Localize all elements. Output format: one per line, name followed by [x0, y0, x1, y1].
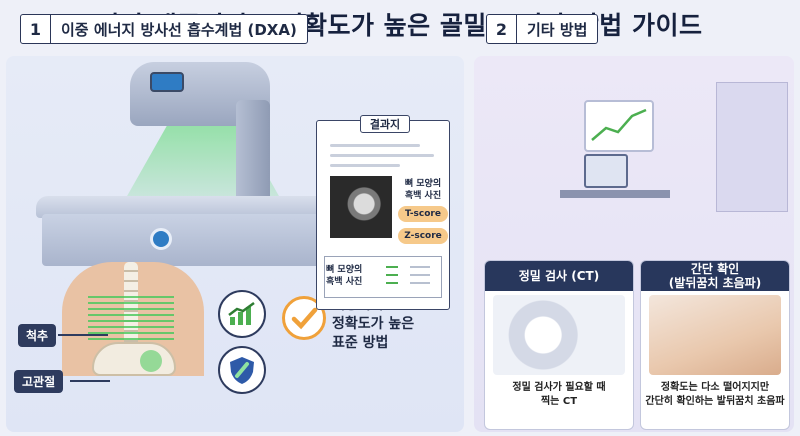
monitor-icon: [584, 154, 628, 188]
paper-line: [330, 164, 400, 167]
grid-mark: [410, 282, 430, 284]
grid-mark: [410, 274, 430, 276]
scan-table-body: [42, 214, 330, 266]
hip-highlight: [140, 350, 162, 372]
section-2-label: 기타 방법: [527, 20, 588, 39]
grid-mark: [386, 266, 398, 268]
standard-line-2: 정확도가 높은: [332, 316, 415, 332]
paper-line: [330, 154, 434, 157]
ct-card-caption: 정밀 검사가 필요할 때 찍는 CT: [489, 381, 629, 409]
z-score-badge: Z-score: [398, 228, 448, 244]
section-1-header: 1 이중 에너지 방사선 흡수계법 (DXA): [20, 14, 308, 44]
grid-mark: [410, 266, 430, 268]
section-2-header: 2 기타 방법: [486, 14, 599, 44]
label-hip: 고관절: [14, 370, 64, 393]
ultrasound-title-line-1: 간단 확인: [690, 262, 740, 276]
ultrasound-title-line-2: (발뒤꿈치 초음파): [668, 276, 762, 290]
bone-photo-label-2: 흑백 사진: [404, 191, 442, 201]
ct-card-title: 정밀 검사 (CT): [485, 261, 633, 291]
paper-line: [330, 144, 420, 147]
scan-lines: [88, 296, 174, 344]
standard-line-3: 표준 방법: [332, 335, 389, 351]
wall-chart-icon: [584, 100, 654, 152]
heel-ultrasound-image: [649, 295, 781, 375]
check-circle-icon: [282, 296, 326, 340]
ct-card: 정밀 검사 (CT) 정밀 검사가 필요할 때 찍는 CT: [484, 260, 634, 430]
label-spine: 척추: [18, 324, 57, 347]
ultrasound-card-caption: 정확도는 다소 떨어지지만 간단히 확인하는 발뒤꿈치 초음파: [645, 381, 785, 409]
section-1-label: 이중 에너지 방사선 흡수계법 (DXA): [61, 20, 297, 39]
section-2-number: 2: [487, 15, 517, 43]
pelvis-illustration: [92, 342, 176, 376]
bone-photo-label-1: 뼈 모양의: [404, 179, 442, 189]
ct-caption-line-1: 정밀 검사가 필요할 때: [512, 382, 606, 393]
scan-table-top: [36, 196, 336, 218]
t-score-badge: T-score: [398, 206, 448, 222]
ct-scanner-image: [493, 295, 625, 375]
result-grid: [324, 256, 442, 298]
result-paper-tab: 결과지: [360, 115, 410, 133]
ultrasound-card-title: 간단 확인 (발뒤꿈치 초음파): [641, 261, 789, 291]
ultrasound-card: 간단 확인 (발뒤꿈치 초음파) 정확도는 다소 떨어지지만 간단히 확인하는 …: [640, 260, 790, 430]
scanner-logo-icon: [150, 228, 172, 250]
lab-shelf: [716, 82, 788, 212]
bone-photo-label: 뼈 모양의 흑백 사진: [398, 178, 448, 202]
grid-label: 뼈 모양의 흑백 사진: [326, 264, 372, 288]
ct-caption-line-2: 찍는 CT: [540, 396, 578, 407]
scanner-post: [236, 100, 270, 210]
grid-label-2: 흑백 사진: [326, 277, 363, 287]
growth-chart-icon: [218, 290, 266, 338]
spine-pointer: [58, 334, 108, 336]
section-1-number: 1: [21, 15, 51, 43]
grid-mark: [386, 274, 398, 276]
scanner-screen: [150, 72, 184, 92]
shield-bone-icon: [218, 346, 266, 394]
bone-xray-image: [330, 176, 392, 238]
desk: [560, 190, 670, 198]
grid-label-1: 뼈 모양의: [326, 265, 363, 275]
hip-pointer: [70, 380, 110, 382]
grid-mark: [386, 282, 398, 284]
ultrasound-caption-line-1: 정확도는 다소 떨어지지만: [660, 382, 770, 393]
ultrasound-caption-line-2: 간단히 확인하는 발뒤꿈치 초음파: [645, 396, 785, 407]
